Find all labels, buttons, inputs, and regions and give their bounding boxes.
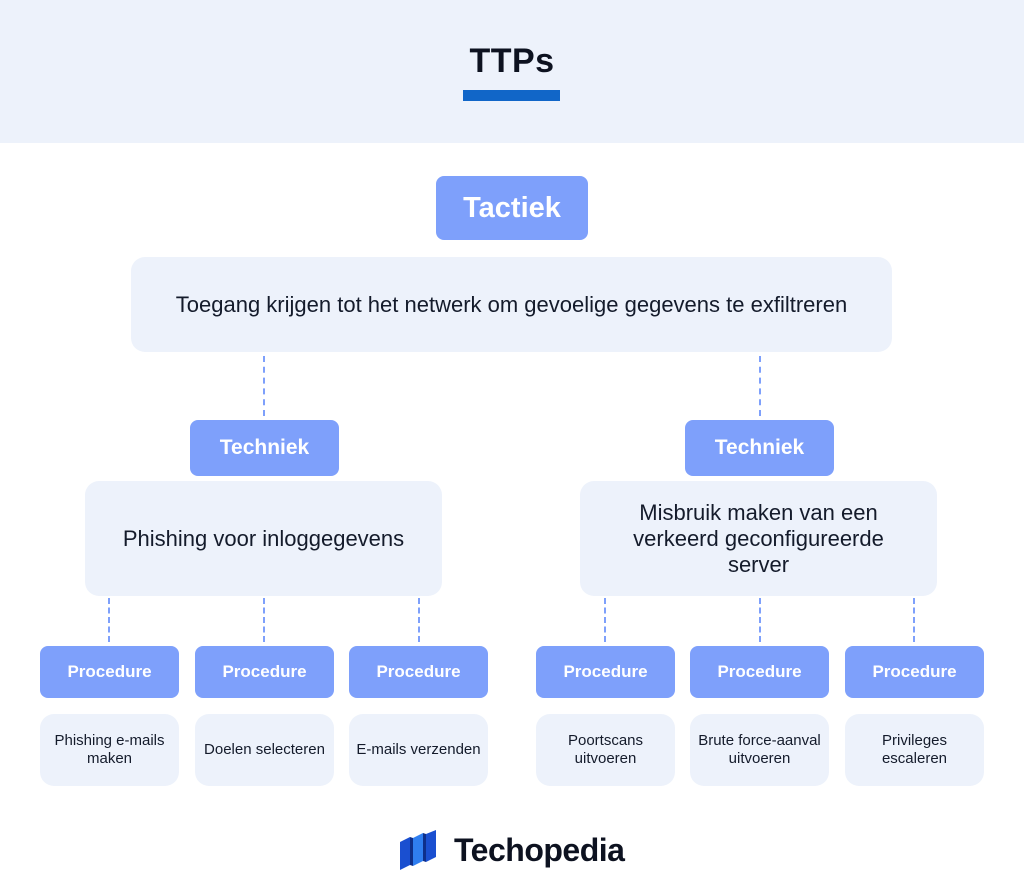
connector-technique-procedure — [263, 598, 265, 642]
techopedia-logo-icon — [400, 830, 436, 870]
technique-description-1: Phishing voor inloggegevens — [85, 481, 442, 596]
procedure-label: Procedure — [195, 646, 334, 698]
procedure-label: Procedure — [690, 646, 829, 698]
procedure-description: Poortscans uitvoeren — [536, 714, 675, 786]
connector-technique-procedure — [108, 598, 110, 642]
title-underline — [463, 90, 560, 101]
procedure-description: E-mails verzenden — [349, 714, 488, 786]
connector-technique-procedure — [759, 598, 761, 642]
procedure-description: Phishing e-mails maken — [40, 714, 179, 786]
tactic-description: Toegang krijgen tot het netwerk om gevoe… — [131, 257, 892, 352]
procedure-description: Privileges escaleren — [845, 714, 984, 786]
procedure-description: Brute force-aanval uitvoeren — [690, 714, 829, 786]
procedure-label: Procedure — [349, 646, 488, 698]
tactic-label: Tactiek — [436, 176, 588, 240]
header-band — [0, 0, 1024, 143]
page-title: TTPs — [469, 42, 555, 80]
techopedia-logo: Techopedia — [398, 828, 625, 872]
procedure-description: Doelen selecteren — [195, 714, 334, 786]
procedure-label: Procedure — [536, 646, 675, 698]
technique-label-2: Techniek — [685, 420, 834, 476]
technique-label-1: Techniek — [190, 420, 339, 476]
connector-technique-procedure — [913, 598, 915, 642]
logo-text: Techopedia — [454, 831, 625, 868]
connector-tactic-technique-2 — [759, 356, 761, 416]
procedure-label: Procedure — [845, 646, 984, 698]
technique-description-2: Misbruik maken van een verkeerd geconfig… — [580, 481, 937, 596]
procedure-label: Procedure — [40, 646, 179, 698]
connector-technique-procedure — [604, 598, 606, 642]
connector-technique-procedure — [418, 598, 420, 642]
connector-tactic-technique-1 — [263, 356, 265, 416]
